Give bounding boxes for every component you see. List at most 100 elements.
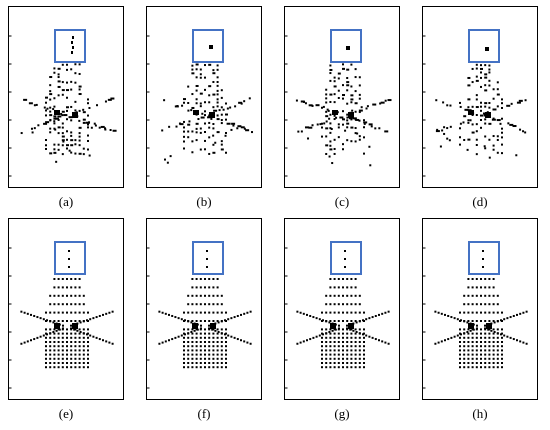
pixel — [187, 102, 190, 105]
pixel — [79, 330, 82, 333]
pixel — [496, 349, 499, 352]
pixel — [199, 320, 202, 322]
pixel — [212, 357, 215, 360]
pixel — [70, 341, 73, 343]
pixel — [337, 311, 340, 314]
pixel — [325, 144, 329, 147]
pixel — [358, 328, 361, 331]
noise-pixel — [515, 154, 518, 157]
pixel — [191, 328, 194, 331]
pixel — [39, 335, 42, 338]
pixel — [333, 345, 336, 348]
target-pixel — [68, 250, 70, 252]
pixel — [87, 148, 89, 151]
pixel — [480, 71, 482, 74]
pixel — [225, 311, 227, 314]
pixel — [337, 96, 340, 99]
pixel — [220, 332, 223, 335]
pixel — [199, 303, 202, 306]
pixel — [325, 135, 328, 138]
pixel — [249, 342, 252, 345]
pixel — [333, 101, 336, 104]
blob — [468, 110, 474, 115]
pixel — [107, 98, 112, 101]
pixel — [354, 294, 357, 297]
pixel — [191, 320, 194, 322]
pixel — [208, 126, 211, 129]
pixel — [217, 321, 220, 324]
pixel — [70, 119, 73, 122]
pixel — [471, 123, 474, 126]
pixel — [475, 332, 478, 335]
pixel-pattern — [295, 46, 392, 167]
pixel — [53, 332, 56, 335]
pixel — [342, 353, 344, 356]
pixel — [234, 105, 237, 108]
pixel — [467, 366, 470, 369]
pixel — [507, 122, 510, 125]
pixel — [55, 329, 58, 332]
pixel — [204, 76, 206, 79]
pixel — [74, 345, 77, 348]
pixel — [329, 140, 332, 143]
pixel — [82, 353, 85, 356]
pixel — [191, 336, 194, 339]
pixel — [488, 79, 491, 82]
pixel — [82, 121, 86, 124]
pixel — [496, 105, 499, 108]
pixel — [348, 117, 353, 120]
pixel — [358, 311, 361, 314]
pixel — [354, 90, 357, 93]
pixel — [447, 314, 450, 317]
pixel — [434, 342, 437, 345]
pixel — [74, 357, 77, 360]
pixel — [342, 84, 344, 87]
pixel — [74, 81, 77, 84]
pixel — [195, 139, 198, 142]
target-pixel — [71, 41, 73, 44]
pixel — [53, 120, 56, 123]
pixel — [459, 357, 461, 360]
pixel — [501, 341, 503, 343]
panel — [284, 6, 400, 188]
pixel — [469, 329, 472, 332]
pixel — [480, 101, 482, 104]
target-pixel — [485, 47, 489, 51]
pixel — [200, 324, 202, 327]
pixel — [350, 328, 353, 331]
pixel — [325, 362, 328, 364]
pixel — [243, 340, 246, 343]
pixel-pattern — [161, 45, 254, 164]
pixel — [467, 84, 471, 87]
pixel — [216, 294, 219, 297]
pixel — [358, 76, 361, 79]
pixel — [102, 339, 104, 342]
pixel — [199, 362, 202, 364]
pixel — [33, 127, 36, 130]
pixel — [208, 121, 211, 124]
pixel — [480, 76, 482, 79]
pixel — [74, 349, 77, 352]
pixel — [61, 153, 64, 156]
pixel — [299, 341, 302, 344]
pixel — [89, 318, 92, 321]
pixel — [66, 63, 68, 66]
pixel — [463, 311, 466, 314]
pixel — [217, 330, 220, 333]
pixel — [190, 321, 193, 324]
pixel — [66, 118, 68, 121]
pixel — [216, 101, 219, 104]
pixel — [475, 366, 478, 369]
pixel — [78, 109, 81, 112]
pixel — [346, 303, 349, 306]
pixel — [46, 333, 48, 336]
pixel — [492, 366, 495, 369]
pixel — [225, 328, 227, 331]
panel-caption: (c) — [334, 194, 350, 209]
pixel — [354, 110, 357, 113]
pixel — [346, 113, 350, 116]
panel-image — [8, 6, 124, 188]
pixel — [329, 68, 333, 71]
pixel — [463, 357, 466, 360]
pixel — [499, 122, 502, 125]
